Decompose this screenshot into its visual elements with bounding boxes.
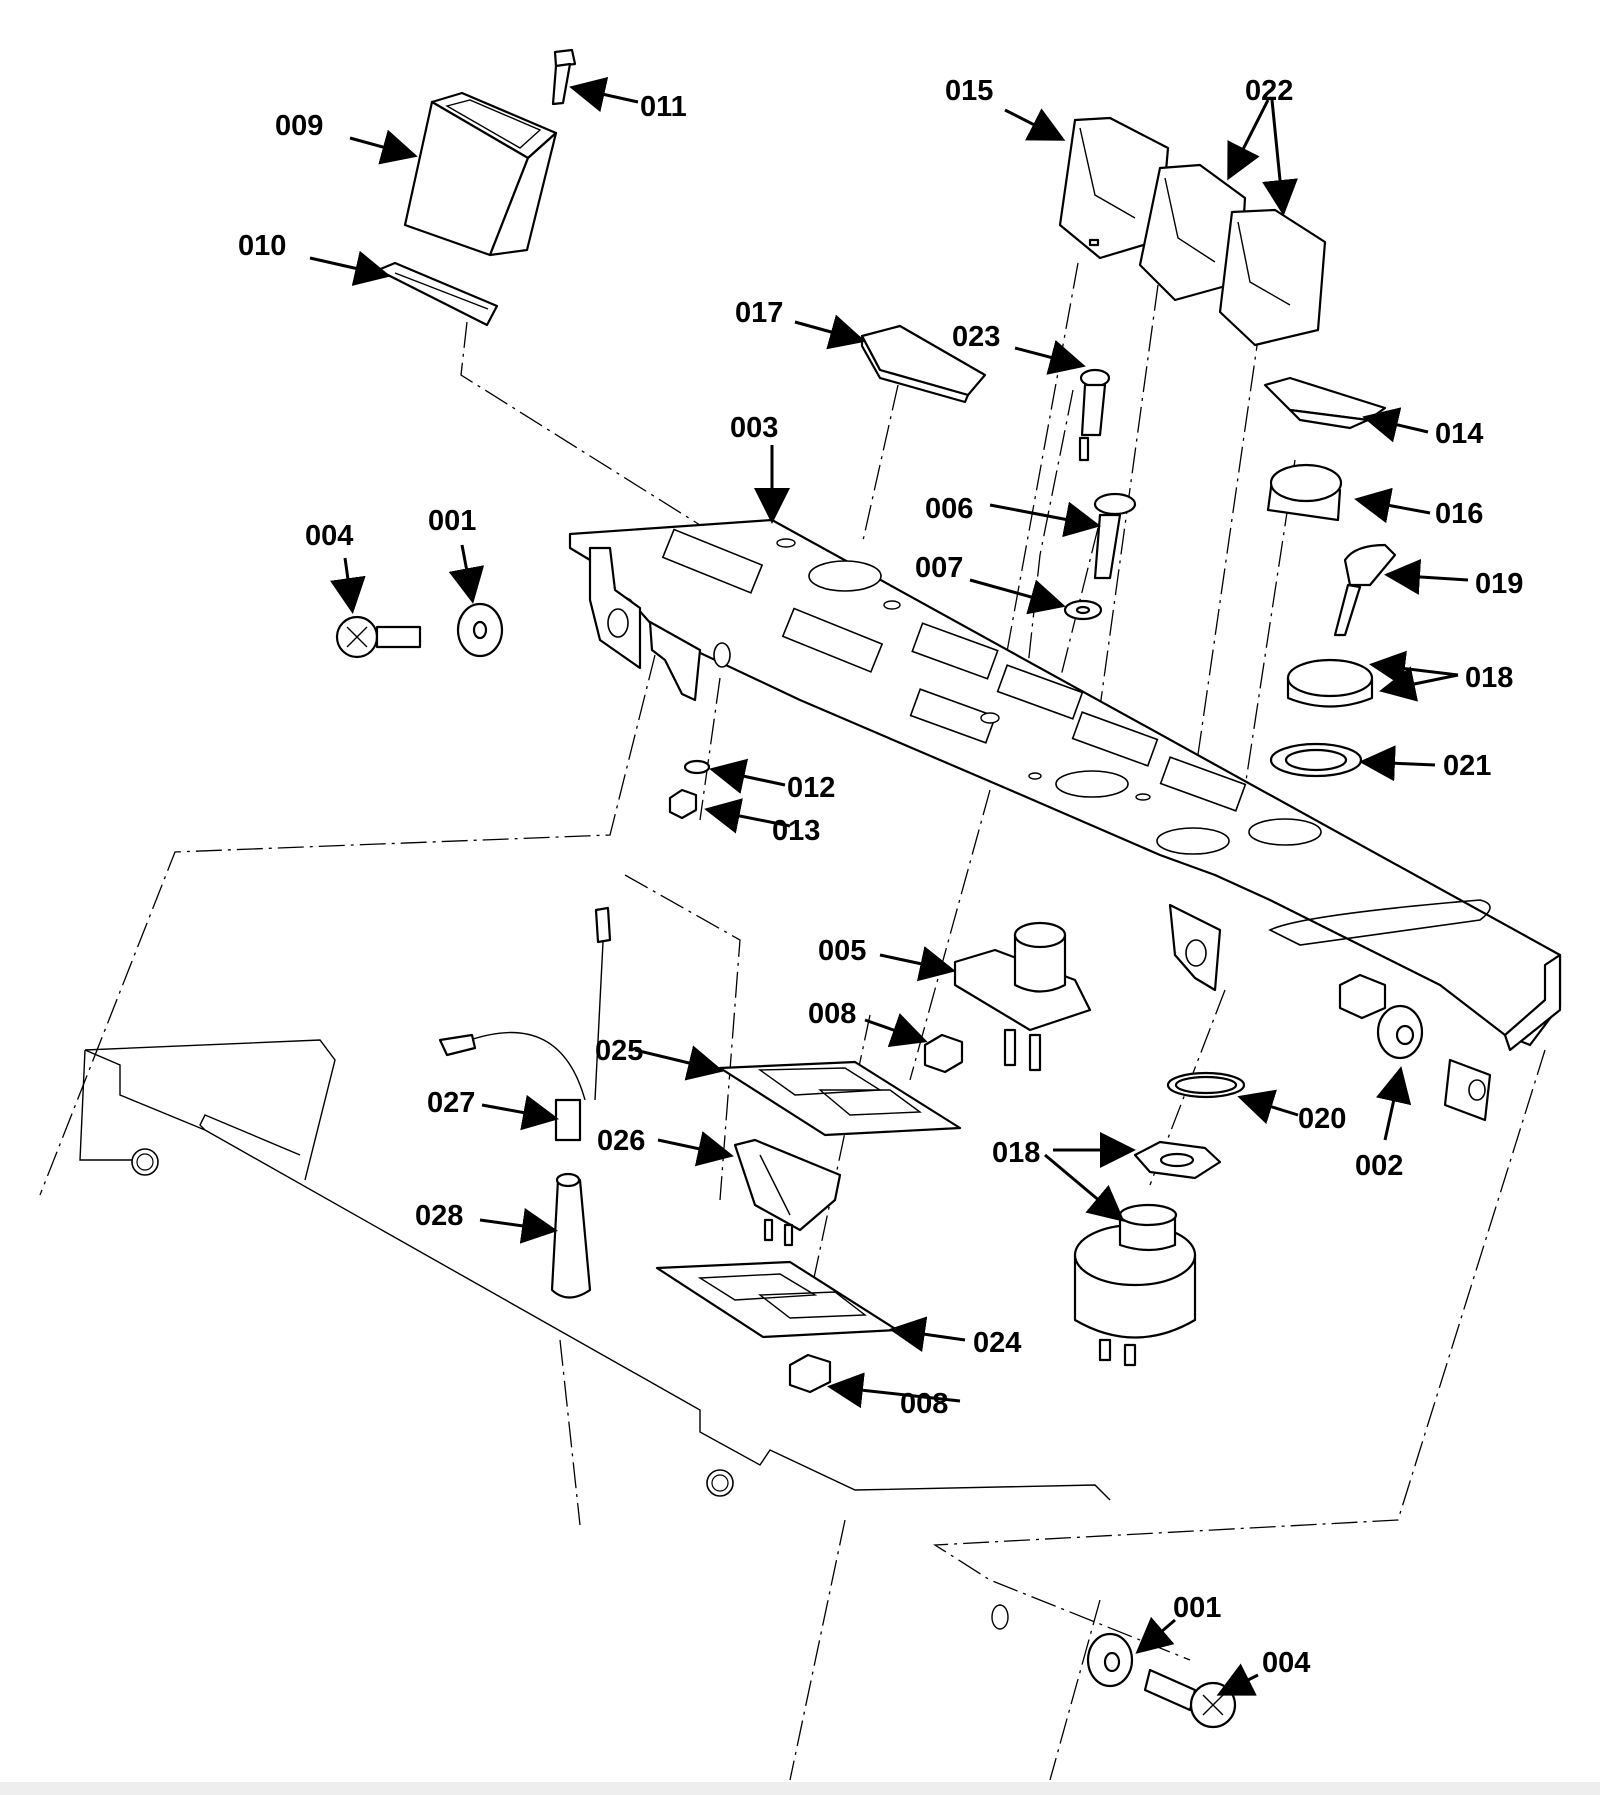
label-022: 022 bbox=[1245, 75, 1293, 107]
bulb-028 bbox=[550, 1172, 592, 1299]
label-004-bottom: 004 bbox=[1262, 1647, 1310, 1679]
label-008-lower: 008 bbox=[900, 1388, 948, 1420]
label-002: 002 bbox=[1355, 1150, 1403, 1182]
plate-025 bbox=[718, 1060, 962, 1137]
label-017: 017 bbox=[735, 297, 783, 329]
label-016: 016 bbox=[1435, 498, 1483, 530]
washer-007 bbox=[1063, 599, 1103, 621]
label-005: 005 bbox=[818, 935, 866, 967]
indicator-light-023 bbox=[1078, 368, 1111, 462]
clip-020 bbox=[1166, 1071, 1246, 1099]
washer-012 bbox=[683, 759, 711, 775]
label-028: 028 bbox=[415, 1200, 463, 1232]
label-001-bottom: 001 bbox=[1173, 1592, 1221, 1624]
screw-004-bottom bbox=[1143, 1668, 1237, 1729]
switch-026 bbox=[733, 1138, 842, 1247]
label-023: 023 bbox=[952, 321, 1000, 353]
key-switch-018-body bbox=[1073, 1203, 1197, 1367]
callout-labels: 009 010 011 015 022 017 023 014 003 006 … bbox=[238, 75, 1523, 1679]
switch-005 bbox=[953, 921, 1092, 1072]
label-024: 024 bbox=[973, 1327, 1021, 1359]
nut-013 bbox=[668, 788, 698, 820]
nut-018-top bbox=[1286, 658, 1374, 708]
label-004-left: 004 bbox=[305, 520, 353, 552]
plate-024 bbox=[655, 1260, 899, 1339]
label-012: 012 bbox=[787, 772, 835, 804]
label-026: 026 bbox=[597, 1125, 645, 1157]
nut-008-upper bbox=[923, 1033, 964, 1074]
lower-cover-panel bbox=[79, 1039, 1111, 1630]
label-014: 014 bbox=[1435, 418, 1483, 450]
label-001-left: 001 bbox=[428, 505, 476, 537]
callout-arrows bbox=[309, 76, 1469, 1696]
bottom-strip bbox=[0, 1782, 1600, 1795]
label-019: 019 bbox=[1475, 568, 1523, 600]
label-007: 007 bbox=[915, 552, 963, 584]
gasket-010 bbox=[376, 261, 499, 327]
cap-016 bbox=[1266, 463, 1343, 522]
screw-006 bbox=[1093, 492, 1137, 580]
label-018-bottom: 018 bbox=[992, 1137, 1040, 1169]
label-018-top: 018 bbox=[1465, 662, 1513, 694]
washer-001-bottom bbox=[1086, 1632, 1134, 1688]
main-bracket-003 bbox=[568, 518, 1562, 1122]
label-009: 009 bbox=[275, 110, 323, 142]
label-020: 020 bbox=[1298, 1103, 1346, 1135]
washer-001-left bbox=[456, 602, 504, 658]
key-019 bbox=[1333, 543, 1397, 637]
label-011: 011 bbox=[640, 91, 687, 123]
label-025: 025 bbox=[595, 1035, 643, 1067]
label-027: 027 bbox=[427, 1087, 475, 1119]
label-003: 003 bbox=[730, 412, 778, 444]
nut-018-lower bbox=[1133, 1140, 1222, 1180]
plug-014 bbox=[1263, 376, 1387, 430]
label-010: 010 bbox=[238, 230, 286, 262]
nut-008-lower bbox=[788, 1353, 832, 1394]
label-015: 015 bbox=[945, 75, 993, 107]
label-013: 013 bbox=[772, 815, 820, 847]
washer-021 bbox=[1269, 742, 1363, 778]
label-008-upper: 008 bbox=[808, 998, 856, 1030]
screw-011 bbox=[551, 48, 577, 106]
hour-meter-009 bbox=[403, 91, 558, 257]
screw-004-left bbox=[335, 615, 422, 659]
rocker-switch-022b bbox=[1218, 208, 1327, 347]
nut-002 bbox=[1338, 973, 1424, 1060]
label-021: 021 bbox=[1443, 750, 1491, 782]
label-006: 006 bbox=[925, 493, 973, 525]
